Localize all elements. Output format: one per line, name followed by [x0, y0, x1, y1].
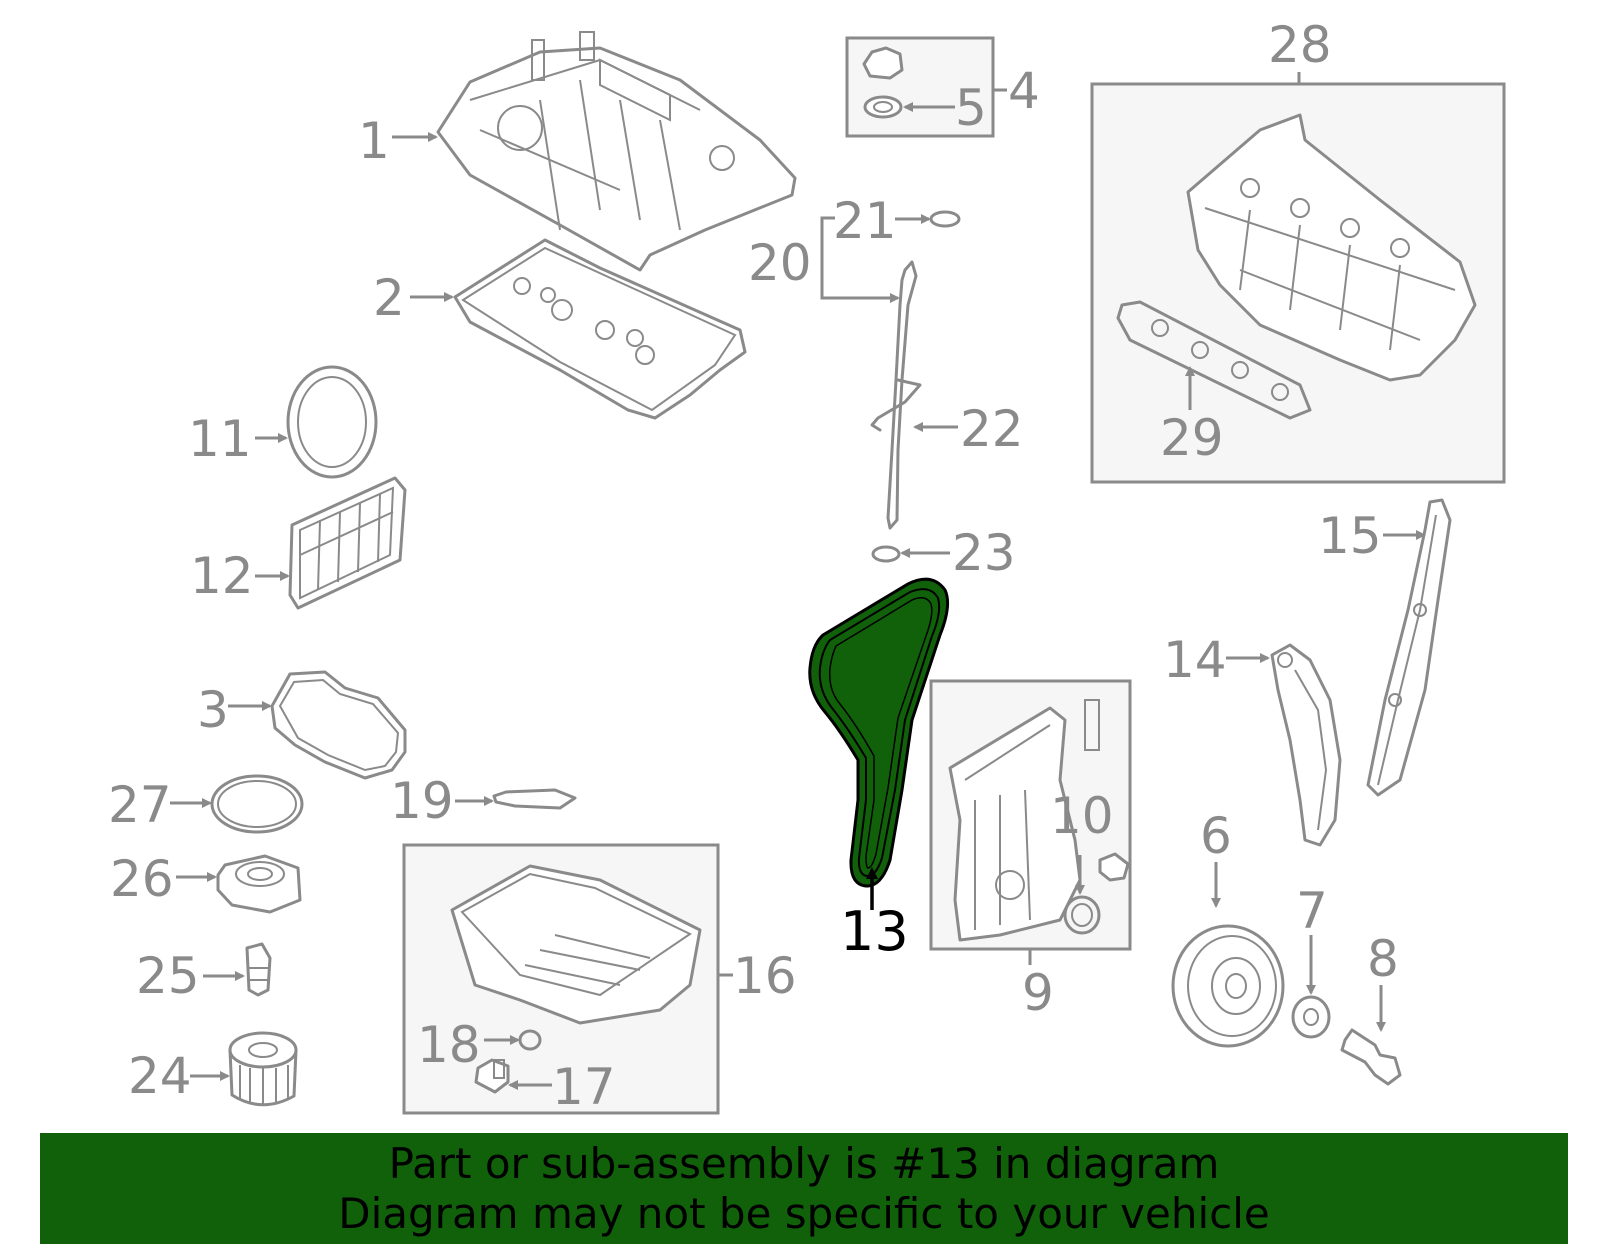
callout-18: 18 — [417, 1016, 481, 1074]
callout-25: 25 — [136, 947, 200, 1005]
callout-14: 14 — [1163, 631, 1227, 689]
part-13-timing-chain — [808, 577, 950, 888]
part-2-gasket — [453, 238, 747, 420]
callout-22: 22 — [960, 400, 1024, 458]
part-12-baffle — [288, 476, 407, 610]
callout-8: 8 — [1367, 930, 1399, 988]
callout-29: 29 — [1160, 409, 1224, 467]
part-11-seal — [286, 365, 378, 479]
callout-27: 27 — [108, 776, 172, 834]
callout-23: 23 — [952, 524, 1016, 582]
part-8-bolt — [1340, 1028, 1402, 1086]
callout-5: 5 — [955, 79, 987, 137]
part-25-sensor — [245, 942, 272, 997]
banner-line-2: Diagram may not be specific to your vehi… — [338, 1188, 1270, 1238]
callout-1: 1 — [358, 112, 390, 170]
callout-19: 19 — [390, 772, 454, 830]
part-29-manifold-gasket — [1116, 300, 1312, 420]
callout-15: 15 — [1318, 507, 1382, 565]
callout-12: 12 — [190, 547, 254, 605]
part-21-o-ring — [929, 210, 961, 228]
part-22-dipstick-tube — [870, 260, 922, 530]
part-9-timing-cover — [948, 699, 1100, 942]
part-27-o-ring — [210, 774, 304, 834]
part-28-intake-manifold — [1186, 113, 1477, 382]
part-17-drain-plug — [474, 1058, 510, 1094]
info-banner: Part or sub-assembly is #13 in diagram D… — [40, 1133, 1568, 1244]
callout-7: 7 — [1296, 882, 1328, 940]
part-1-valve-cover — [436, 31, 797, 272]
part-15-chain-guide — [1366, 498, 1452, 797]
part-10-seal — [1063, 895, 1101, 935]
callout-6: 6 — [1200, 807, 1232, 865]
leader-lines — [170, 72, 1426, 1090]
callout-28: 28 — [1268, 16, 1332, 74]
part-7-washer — [1291, 995, 1331, 1039]
callout-3: 3 — [197, 681, 229, 739]
callout-16: 16 — [733, 947, 797, 1005]
callout-9: 9 — [1022, 964, 1054, 1022]
part-26-oil-cooler — [216, 854, 302, 914]
part-24-oil-filter — [228, 1031, 298, 1107]
callout-11: 11 — [188, 410, 252, 468]
part-23-o-ring — [871, 545, 901, 563]
callout-24: 24 — [128, 1047, 192, 1105]
callout-26: 26 — [110, 850, 174, 908]
callout-17: 17 — [552, 1058, 616, 1116]
callout-4: 4 — [1008, 62, 1040, 120]
part-14-tensioner-arm — [1270, 643, 1342, 847]
banner-line-1: Part or sub-assembly is #13 in diagram — [388, 1138, 1220, 1188]
callout-2: 2 — [373, 269, 405, 327]
part-4-oil-cap — [862, 46, 904, 119]
callout-10: 10 — [1050, 787, 1114, 845]
part-16-oil-pan — [450, 864, 702, 1025]
part-3-gasket — [270, 670, 407, 780]
part-19-plug — [492, 788, 577, 810]
callout-13: 13 — [840, 900, 909, 963]
part-18-washer — [518, 1029, 542, 1051]
callout-20: 20 — [748, 234, 812, 292]
callout-21: 21 — [833, 192, 897, 250]
part-10-bolt — [1098, 852, 1130, 882]
part-6-crank-pulley — [1171, 924, 1285, 1048]
